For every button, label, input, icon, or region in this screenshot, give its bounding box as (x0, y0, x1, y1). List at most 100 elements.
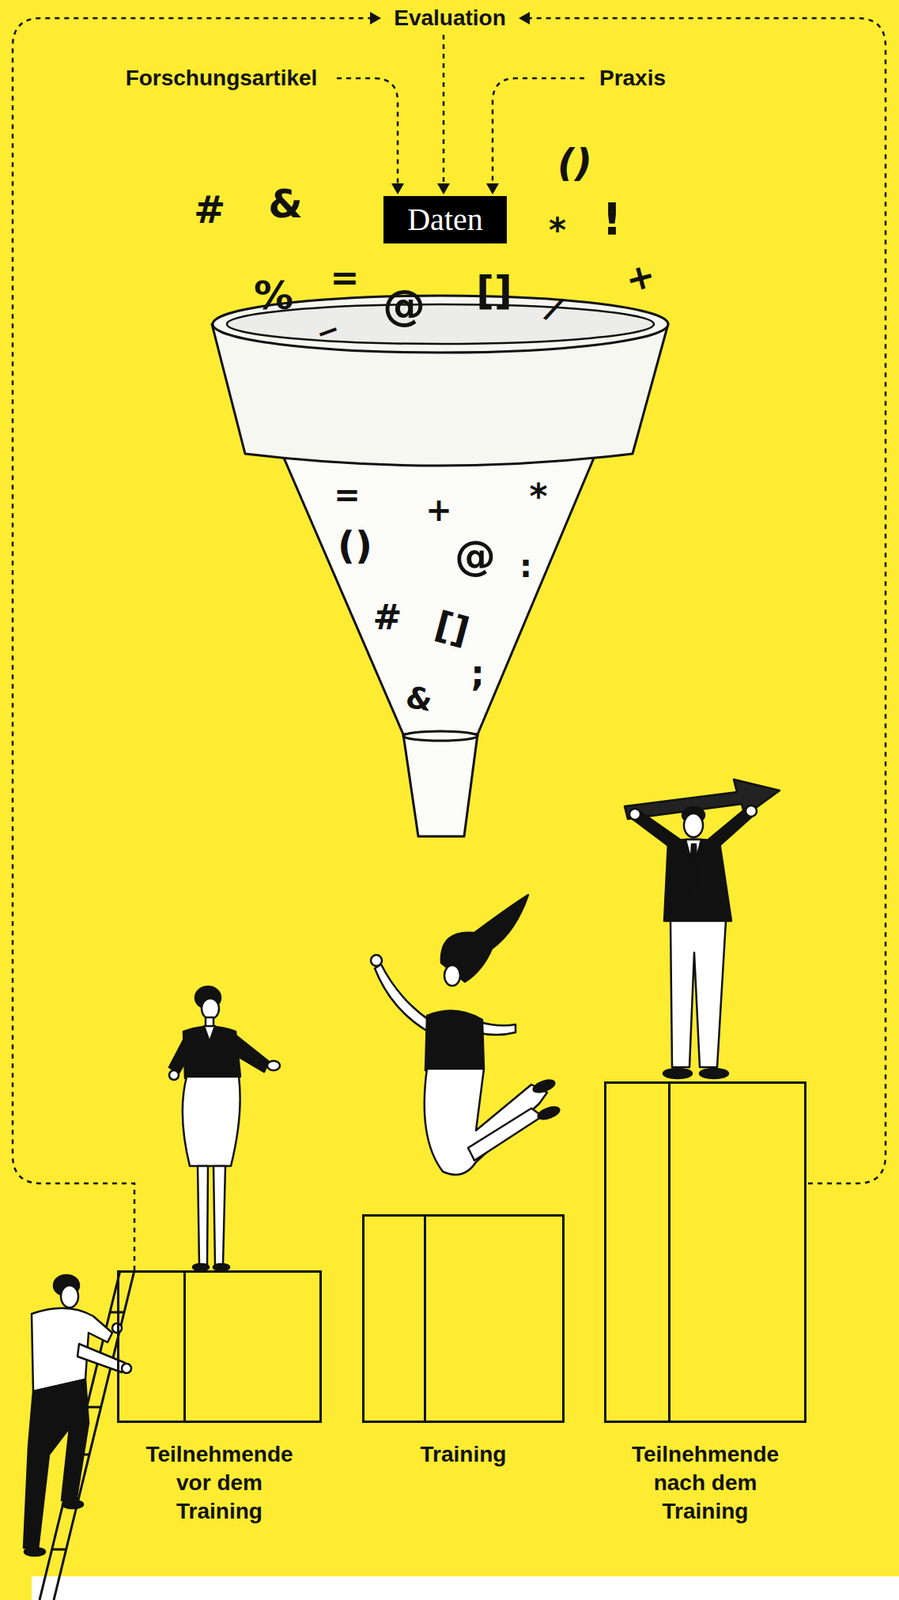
node-label: Evaluation (393, 3, 507, 33)
source-label: Praxis (589, 63, 677, 94)
data-symbol: = (333, 479, 361, 511)
climbing-man (23, 1275, 132, 1557)
jumping-woman (468, 1108, 543, 1161)
standing-woman (213, 1264, 230, 1271)
data-symbol: + (621, 256, 659, 299)
data-symbol: * (528, 479, 548, 514)
standing-woman (267, 1061, 280, 1071)
standing-woman (213, 1166, 226, 1266)
data-symbol: : (519, 550, 533, 582)
standing-woman (201, 998, 220, 1020)
data-symbol: # (373, 600, 403, 635)
funnel (211, 295, 669, 837)
data-symbol: = (330, 260, 360, 295)
arrow-head (437, 183, 450, 195)
standing-woman (183, 1027, 241, 1080)
man-with-arrow (670, 921, 726, 1068)
jumping-woman (374, 964, 431, 1032)
data-symbol: ! (601, 196, 623, 242)
podium-outline (362, 1214, 565, 1424)
climbing-man (121, 1363, 132, 1374)
funnel (403, 731, 478, 741)
podium-outline (604, 1081, 807, 1424)
connector-line (12, 18, 372, 1271)
data-symbol: ; (470, 656, 485, 692)
dashed-connector (336, 78, 405, 195)
dashed-connector (518, 11, 886, 1184)
data-symbol: * (548, 214, 567, 248)
jumping-woman (425, 1011, 484, 1071)
dashed-connector (486, 78, 585, 195)
data-symbol: @ (454, 535, 496, 577)
standing-woman (197, 1166, 208, 1266)
data-symbol: _ (307, 295, 337, 335)
node-label: Praxis (599, 64, 666, 93)
arrow-head (486, 183, 499, 195)
podium-box: Teilnehmende vor dem Training (117, 1270, 322, 1542)
man-with-arrow (663, 1068, 692, 1079)
data-symbol: + (425, 494, 453, 526)
standing-woman (192, 1264, 209, 1271)
data-symbol: [] (431, 605, 474, 650)
man-with-arrow (699, 1068, 729, 1079)
man-with-arrow (745, 805, 757, 817)
climbing-man (23, 1379, 89, 1550)
podium-box: Training (362, 1214, 565, 1542)
standing-woman (182, 1076, 241, 1167)
data-symbol: & (268, 184, 303, 224)
data-symbol: / (542, 291, 567, 325)
podium-label: Teilnehmende nach dem Training (618, 1440, 793, 1527)
man-with-arrow (629, 808, 641, 820)
jumping-woman (370, 955, 382, 967)
data-symbol: % (253, 275, 294, 316)
podium-label: Training (376, 1440, 551, 1470)
data-symbol: # (193, 190, 226, 229)
podium-edge (423, 1216, 427, 1421)
podium-edge (668, 1084, 671, 1421)
connector-line (442, 34, 446, 186)
climbing-man (60, 1285, 79, 1308)
standing-woman (169, 986, 280, 1271)
funnel (280, 450, 597, 735)
podium-label: Teilnehmende vor dem Training (132, 1440, 307, 1527)
jumping-woman (536, 1105, 561, 1122)
stage-label: Evaluation (385, 3, 514, 34)
arrow-head (391, 183, 405, 195)
podium-outline (117, 1270, 322, 1424)
connector-line (528, 18, 886, 1184)
dashed-connector (437, 34, 450, 195)
bottom-strip (31, 1576, 899, 1600)
standing-woman (203, 1026, 216, 1043)
connector-line (492, 78, 585, 186)
man-with-arrow (624, 779, 780, 1079)
climbing-man (31, 1308, 113, 1392)
podium-edge (183, 1272, 186, 1421)
data-symbol: & (403, 681, 435, 716)
standing-woman (169, 1070, 179, 1081)
arrow-head (370, 11, 382, 25)
dashed-connector (12, 11, 382, 1271)
climbing-man (62, 1500, 84, 1509)
jumping-woman (424, 1068, 548, 1175)
man-with-arrow (664, 839, 732, 922)
data-symbol: [] (475, 271, 513, 311)
man-with-arrow (688, 844, 699, 907)
data-label: Daten (407, 205, 484, 235)
climbing-man (24, 1548, 46, 1557)
jumping-woman (532, 1078, 556, 1096)
data-box: Daten (383, 196, 507, 244)
connector-line (336, 78, 398, 186)
data-symbol: @ (382, 284, 426, 328)
man-with-arrow (683, 813, 703, 838)
data-symbol: () (557, 143, 593, 182)
podium-box: Teilnehmende nach dem Training (604, 1081, 807, 1542)
jumping-woman (444, 965, 461, 986)
arrow-head (518, 11, 530, 25)
funnel (403, 734, 478, 837)
source-label: Forschungsartikel (110, 63, 333, 94)
data-symbol: () (337, 526, 373, 565)
